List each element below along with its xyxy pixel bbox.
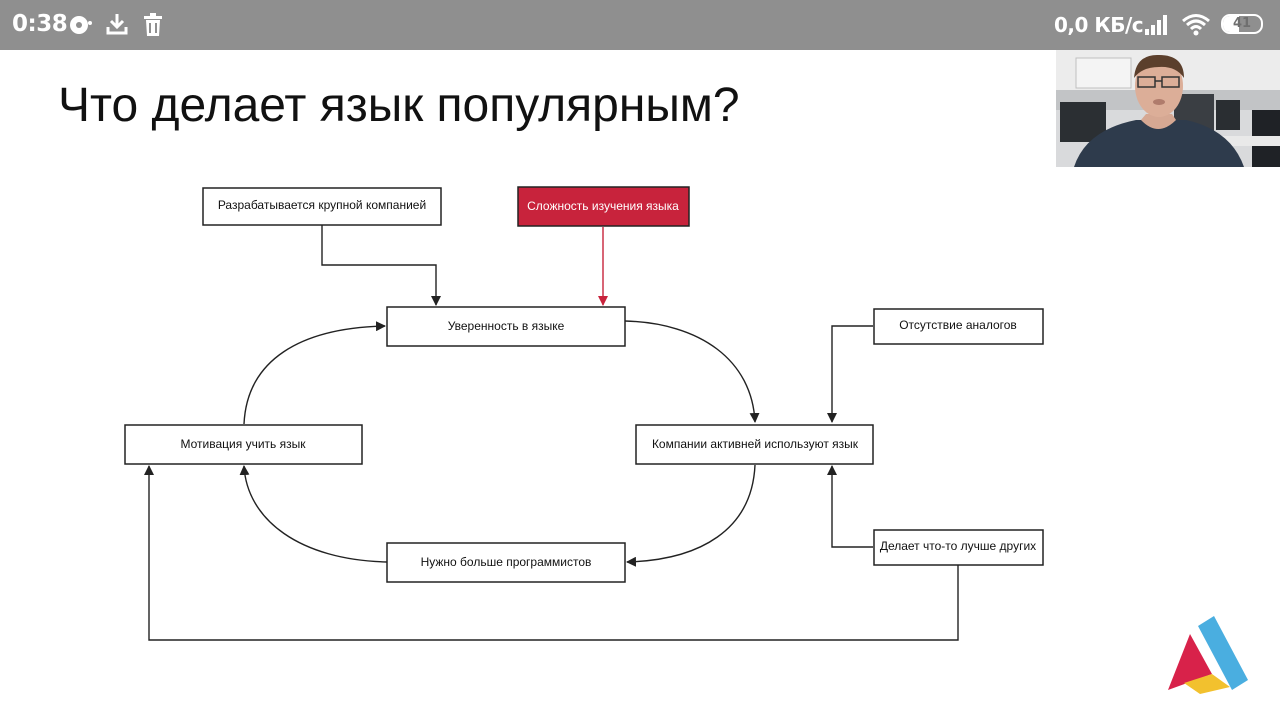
battery-icon: 41 bbox=[1221, 14, 1263, 34]
node-complexity-label: Сложность изучения языка bbox=[527, 199, 679, 213]
node-no-analogs-label: Отсутствие аналогов bbox=[899, 318, 1017, 332]
node-no-analogs: Отсутствие аналогов bbox=[873, 308, 1044, 345]
battery-level: 41 bbox=[1232, 16, 1252, 31]
node-big-company-label: Разрабатывается крупной компанией bbox=[218, 198, 426, 212]
brand-logo bbox=[1164, 612, 1254, 699]
edge-programmers-to-motivation bbox=[239, 465, 388, 563]
wifi-icon bbox=[1181, 13, 1211, 42]
status-time: 0:38 bbox=[12, 11, 68, 37]
presenter-webcam bbox=[1056, 50, 1280, 167]
record-icon bbox=[68, 12, 94, 43]
trash-icon bbox=[142, 12, 164, 43]
edge-analogs-to-companies bbox=[827, 325, 873, 423]
edge-companies-to-programmers bbox=[626, 464, 756, 567]
node-motivation: Мотивация учить язык bbox=[124, 424, 363, 465]
node-better-label: Делает что-то лучше других bbox=[880, 539, 1036, 553]
node-companies-use: Компании активней используют язык bbox=[635, 424, 874, 465]
node-companies-use-label: Компании активней используют язык bbox=[652, 437, 859, 451]
node-better: Делает что-то лучше других bbox=[873, 529, 1044, 566]
edge-confidence-to-companies bbox=[624, 320, 760, 423]
edge-better-to-companies bbox=[827, 465, 873, 548]
download-icon bbox=[105, 12, 129, 43]
edge-better-to-motivation bbox=[144, 465, 959, 641]
edge-company-to-confidence bbox=[321, 225, 441, 306]
node-confidence: Уверенность в языке bbox=[386, 306, 626, 347]
status-bar: 0:38 0,0 КБ/с bbox=[0, 0, 1280, 50]
node-more-programmers-label: Нужно больше программистов bbox=[421, 555, 592, 569]
node-confidence-label: Уверенность в языке bbox=[448, 319, 565, 333]
node-big-company: Разрабатывается крупной компанией bbox=[202, 187, 442, 226]
network-speed: 0,0 КБ/с bbox=[1054, 13, 1144, 37]
node-motivation-label: Мотивация учить язык bbox=[181, 437, 307, 451]
slide-title: Что делает язык популярным? bbox=[58, 79, 740, 132]
node-complexity: Сложность изучения языка bbox=[517, 186, 690, 227]
signal-icon bbox=[1143, 13, 1171, 42]
edge-motivation-to-confidence bbox=[243, 321, 386, 425]
node-more-programmers: Нужно больше программистов bbox=[386, 542, 626, 583]
